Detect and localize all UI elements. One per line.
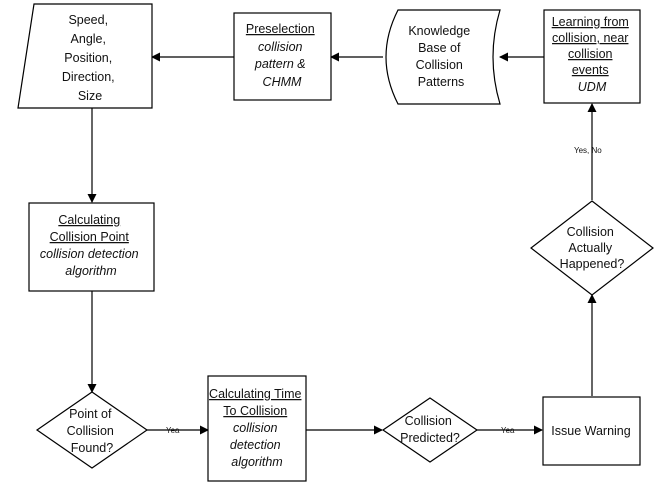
svg-text:Calculating Time To Coll: Calculating Time To Collision collision … [209,387,305,469]
issue-warning-label: Issue Warning [551,424,630,438]
node-collision-predicted: Collision Predicted? [381,397,479,463]
found-line: Found? [71,441,113,455]
node-knowledge-base: Knowledge Base of Collision Patterns [385,9,501,105]
knowledge-line: Patterns [418,75,465,89]
happened-line: Collision [567,225,614,239]
learning-title-line: Learning from [552,15,629,29]
inputs-line: Speed, [68,13,108,27]
happened-line: Happened? [560,257,625,271]
knowledge-line: Knowledge [408,24,470,38]
knowledge-line: Collision [416,58,463,72]
node-learning: Learning from collision, near collision … [543,9,641,104]
node-inputs: Speed, Angle, Position, Direction, Size [17,3,153,109]
node-calc-time: Calculating Time To Collision collision … [207,375,307,482]
calc-time-title-line: To Collision [223,404,287,418]
svg-text:Point of Collision: Point of Collision Found? [67,407,118,455]
happened-line: Actually [568,241,613,255]
learning-title-line: collision, near [552,31,628,45]
inputs-line: Size [78,89,102,103]
inputs-line: Position, [64,51,112,65]
calc-point-line: collision detection [40,247,139,261]
preselection-line: collision [258,40,303,54]
calc-time-title-line: Calculating Time [209,387,301,401]
calc-point-line: algorithm [65,264,116,278]
svg-text:Collision Predicted?: Collision Predicted? [400,414,460,445]
node-issue-warning: Issue Warning [542,396,641,466]
predicted-line: Predicted? [400,431,460,445]
found-line: Collision [67,424,114,438]
calc-point-title-line: Collision Point [50,230,130,244]
learning-title-line: collision [568,47,613,61]
learning-method: UDM [578,80,607,94]
svg-text:Calculating Collision Po: Calculating Collision Point collision de… [40,213,142,278]
svg-text:Preselection collision: Preselection collision pattern & CHMM [246,22,318,89]
calc-point-title-line: Calculating [58,213,120,227]
preselection-line: pattern & [254,57,306,71]
svg-text:Speed, Angle, Posi: Speed, Angle, Position, Direction, Size [62,13,118,103]
svg-text:Knowledge Base of: Knowledge Base of Collision Patterns [408,24,473,89]
edge-label-found-yes: Yea [166,426,180,435]
calc-time-line: algorithm [231,455,282,469]
preselection-line: CHMM [263,75,302,89]
knowledge-line: Base of [418,41,461,55]
node-actually-happened: Collision Actually Happened? [530,200,654,296]
node-preselection: Preselection collision pattern & CHMM [233,12,332,101]
node-collision-found: Point of Collision Found? [35,391,149,469]
calc-time-line: detection [230,438,281,452]
svg-text:Collision Actually: Collision Actually Happened? [560,225,625,271]
predicted-line: Collision [405,414,452,428]
inputs-line: Angle, [71,32,106,46]
inputs-line: Direction, [62,70,115,84]
edge-label-happened-yes-no: Yes, No [574,146,602,155]
preselection-title: Preselection [246,22,315,36]
node-calc-point: Calculating Collision Point collision de… [28,202,155,292]
calc-time-line: collision [233,421,278,435]
edge-label-predicted-yes: Yea [501,426,515,435]
found-line: Point of [69,407,112,421]
svg-text:Learning from collision,: Learning from collision, near collision … [552,15,633,94]
learning-title-line: events [572,63,609,77]
